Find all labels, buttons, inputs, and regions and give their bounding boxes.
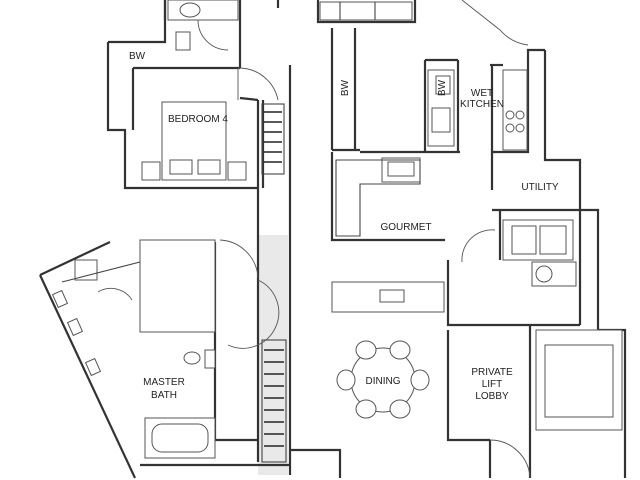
room-labels: BW BEDROOM 4 BW BW WET KITCHEN UTILITY G…	[129, 51, 559, 402]
top-washroom-fixtures	[167, 0, 413, 51]
room-label-bw-top-left: BW	[129, 51, 146, 62]
room-label-dining: DINING	[366, 376, 401, 387]
bed-icon	[141, 101, 247, 181]
room-label-wet-kitchen-2: KITCHEN	[460, 99, 504, 110]
walls	[39, 0, 627, 479]
room-label-private-lift-3: LOBBY	[475, 391, 509, 402]
room-label-master-bath-1: MASTER	[143, 377, 185, 388]
room-label-gourmet: GOURMET	[380, 222, 431, 233]
room-label-master-bath-2: BATH	[151, 390, 177, 401]
master-bath-fixtures	[51, 239, 216, 459]
room-label-bw-kitchen: BW	[437, 79, 448, 96]
room-label-wet-kitchen-1: WET	[471, 88, 493, 99]
room-label-bedroom: BEDROOM 4	[168, 114, 228, 125]
room-label-private-lift-1: PRIVATE	[471, 367, 513, 378]
lift-shaft	[535, 329, 623, 431]
kitchen-fixtures	[331, 69, 528, 313]
corridor-shade	[258, 235, 288, 475]
room-label-private-lift-2: LIFT	[482, 379, 503, 390]
room-label-bw-center: BW	[340, 79, 351, 96]
window-hatch-upper	[261, 103, 285, 175]
room-label-utility: UTILITY	[521, 182, 559, 193]
utility-fixtures	[502, 219, 577, 287]
dining-table-icon	[336, 340, 430, 419]
doors	[197, 0, 531, 479]
window-hatch-lower	[261, 339, 287, 463]
